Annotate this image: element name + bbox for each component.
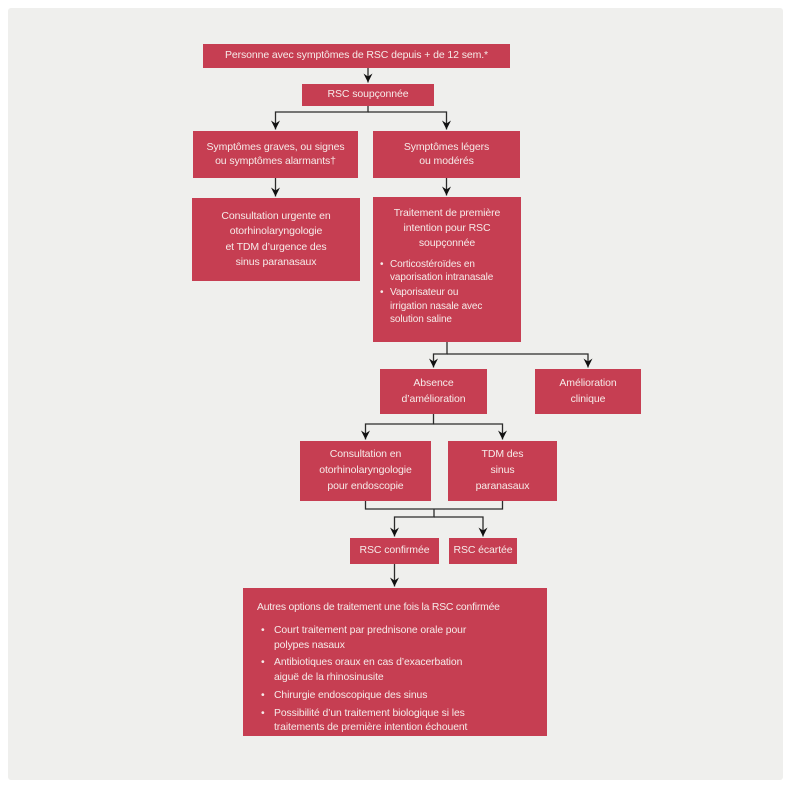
node-mild-symptoms: Symptômes légers ou modérés	[373, 131, 520, 178]
node-other-options-heading: Autres options de traitement une fois la…	[257, 602, 500, 613]
node-severe-symptoms-label: Symptômes graves, ou signes ou symptômes…	[206, 140, 345, 167]
node-rsc-ruled-out-label: RSC écartée	[453, 544, 513, 557]
other-options-bullet-list: Court traitement par prednisone orale po…	[257, 624, 539, 736]
node-rsc-confirmed-label: RSC confirmée	[359, 544, 430, 557]
node-urgent-consultation-label: Consultation urgente en otorhinolaryngol…	[221, 210, 331, 268]
node-rsc-suspected-label: RSC soupçonnée	[327, 88, 409, 101]
node-first-line-treatment: Traitement de première intention pour RS…	[373, 197, 521, 342]
node-other-treatment-options: Autres options de traitement une fois la…	[243, 588, 547, 736]
list-item: Court traitement par prednisone orale po…	[261, 624, 539, 654]
node-endoscopy-consultation: Consultation en otorhinolaryngologie pou…	[300, 441, 431, 501]
node-rsc-ruled-out: RSC écartée	[449, 538, 517, 564]
list-item: Corticostéroïdes en vaporisation intrana…	[380, 258, 514, 285]
node-clinical-improvement-label: Amélioration clinique	[559, 376, 617, 405]
node-ct-scan: TDM des sinus paranasaux	[448, 441, 557, 501]
node-start-label: Personne avec symptômes de RSC depuis + …	[224, 49, 489, 62]
first-line-bullet-list: Corticostéroïdes en vaporisation intrana…	[380, 258, 514, 327]
node-rsc-confirmed: RSC confirmée	[350, 538, 439, 564]
node-endoscopy-consultation-label: Consultation en otorhinolaryngologie pou…	[319, 448, 412, 492]
list-item: Chirurgie endoscopique des sinus	[261, 689, 539, 704]
node-urgent-consultation: Consultation urgente en otorhinolaryngol…	[192, 198, 360, 281]
node-clinical-improvement: Amélioration clinique	[535, 369, 641, 414]
list-item: Vaporisateur ou irrigation nasale avec s…	[380, 286, 514, 326]
node-no-improvement: Absence d’amélioration	[380, 369, 487, 414]
node-mild-symptoms-label: Symptômes légers ou modérés	[403, 140, 490, 167]
node-ct-scan-label: TDM des sinus paranasaux	[475, 448, 530, 492]
node-start: Personne avec symptômes de RSC depuis + …	[203, 44, 510, 68]
node-severe-symptoms: Symptômes graves, ou signes ou symptômes…	[193, 131, 358, 178]
node-rsc-suspected: RSC soupçonnée	[302, 84, 434, 106]
node-no-improvement-label: Absence d’amélioration	[401, 376, 466, 405]
node-first-line-heading: Traitement de première intention pour RS…	[393, 207, 501, 250]
list-item: Antibiotiques oraux en cas d’exacerbatio…	[261, 656, 539, 686]
list-item: Possibilité d’un traitement biologique s…	[261, 707, 539, 737]
